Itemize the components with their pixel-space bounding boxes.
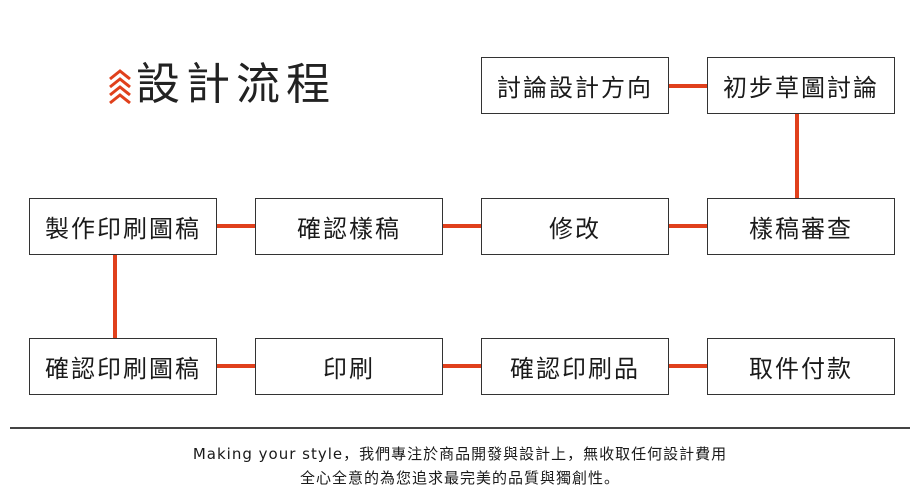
title-text: 設計流程 — [136, 59, 336, 110]
connector-confirm-product-to-pickup — [669, 364, 707, 368]
connector-confirm-draft-to-print — [217, 364, 255, 368]
step-proof-review: 樣稿審查 — [707, 198, 895, 255]
step-pickup-payment: 取件付款 — [707, 338, 895, 395]
step-make-print-draft: 製作印刷圖稿 — [29, 198, 217, 255]
footer-divider — [10, 427, 910, 429]
step-discuss-direction: 討論設計方向 — [481, 57, 669, 114]
connector-discuss-to-draft — [669, 84, 707, 88]
connector-draft-to-review — [795, 114, 799, 198]
step-revise: 修改 — [481, 198, 669, 255]
connector-review-to-revise — [669, 224, 707, 228]
step-confirm-print-draft: 確認印刷圖稿 — [29, 338, 217, 395]
footer-line-1: Making your style，我們專注於商品開發與設計上，無收取任何設計費… — [192, 445, 728, 463]
diagram-title: 設計流程 — [108, 55, 336, 115]
step-confirm-print-product: 確認印刷品 — [481, 338, 669, 395]
footer-line-2: 全心全意的為您追求最完美的品質與獨創性。 — [299, 469, 620, 487]
stacked-chevron-up-icon — [109, 69, 131, 105]
connector-make-draft-to-confirm-draft — [113, 255, 117, 338]
connector-revise-to-confirm-proof — [443, 224, 481, 228]
connector-confirm-proof-to-make-draft — [217, 224, 255, 228]
step-confirm-proof: 確認樣稿 — [255, 198, 443, 255]
step-draft-discussion: 初步草圖討論 — [707, 57, 895, 114]
step-print: 印刷 — [255, 338, 443, 395]
connector-print-to-confirm-product — [443, 364, 481, 368]
